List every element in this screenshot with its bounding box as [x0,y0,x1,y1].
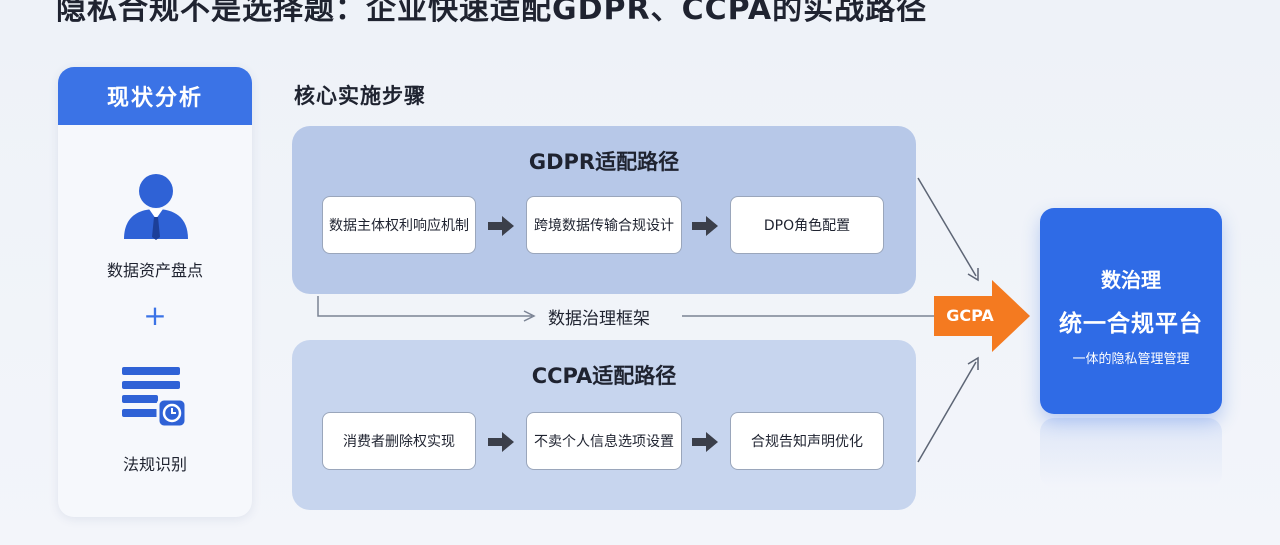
right-arrow-icon [488,432,514,452]
page-title: 隐私合规不是选择题：企业快速适配GDPR、CCPA的实战路径 [56,0,928,27]
regulation-document-icon [122,367,188,429]
ccpa-path-title: CCPA适配路径 [531,364,677,388]
platform-line1: 数治理 [1101,268,1161,292]
gdpr-path-card: GDPR适配路径 数据主体权利响应机制 跨境数据传输合规设计 DPO角色配置 [292,126,916,294]
right-arrow-icon [692,216,718,236]
gdpr-step-2: 跨境数据传输合规设计 [526,196,682,254]
status-analysis-header: 现状分析 [58,67,252,125]
status-analysis-panel: 现状分析 数据资产盘点 + 法规识别 [58,67,252,517]
data-governance-framework-label: 数据治理框架 [548,309,650,329]
plus-icon: + [143,299,167,332]
ccpa-step-3: 合规告知声明优化 [730,412,884,470]
gcpa-label: GCPA [946,306,994,325]
gdpr-step-1: 数据主体权利响应机制 [322,196,476,254]
orange-arrow-icon [934,280,1030,352]
gdpr-path-title: GDPR适配路径 [528,150,680,174]
data-asset-inventory-label: 数据资产盘点 [106,261,203,280]
platform-title: 统一合规平台 [1059,311,1203,337]
ccpa-step-2: 不卖个人信息选项设置 [526,412,682,470]
ccpa-path-card: CCPA适配路径 消费者删除权实现 不卖个人信息选项设置 合规告知声明优化 [292,340,916,510]
person-icon [124,174,188,240]
regulation-identification-label: 法规识别 [122,455,187,474]
gdpr-step-3: DPO角色配置 [730,196,884,254]
right-arrow-icon [488,216,514,236]
ccpa-step-1: 消费者删除权实现 [322,412,476,470]
section-title: 核心实施步骤 [294,84,426,108]
platform-subtitle: 一体的隐私管理管理 [1072,352,1190,367]
unified-compliance-platform: 数治理 统一合规平台 一体的隐私管理管理 [1040,208,1222,414]
right-arrow-icon [692,432,718,452]
platform-reflection [1040,418,1222,488]
